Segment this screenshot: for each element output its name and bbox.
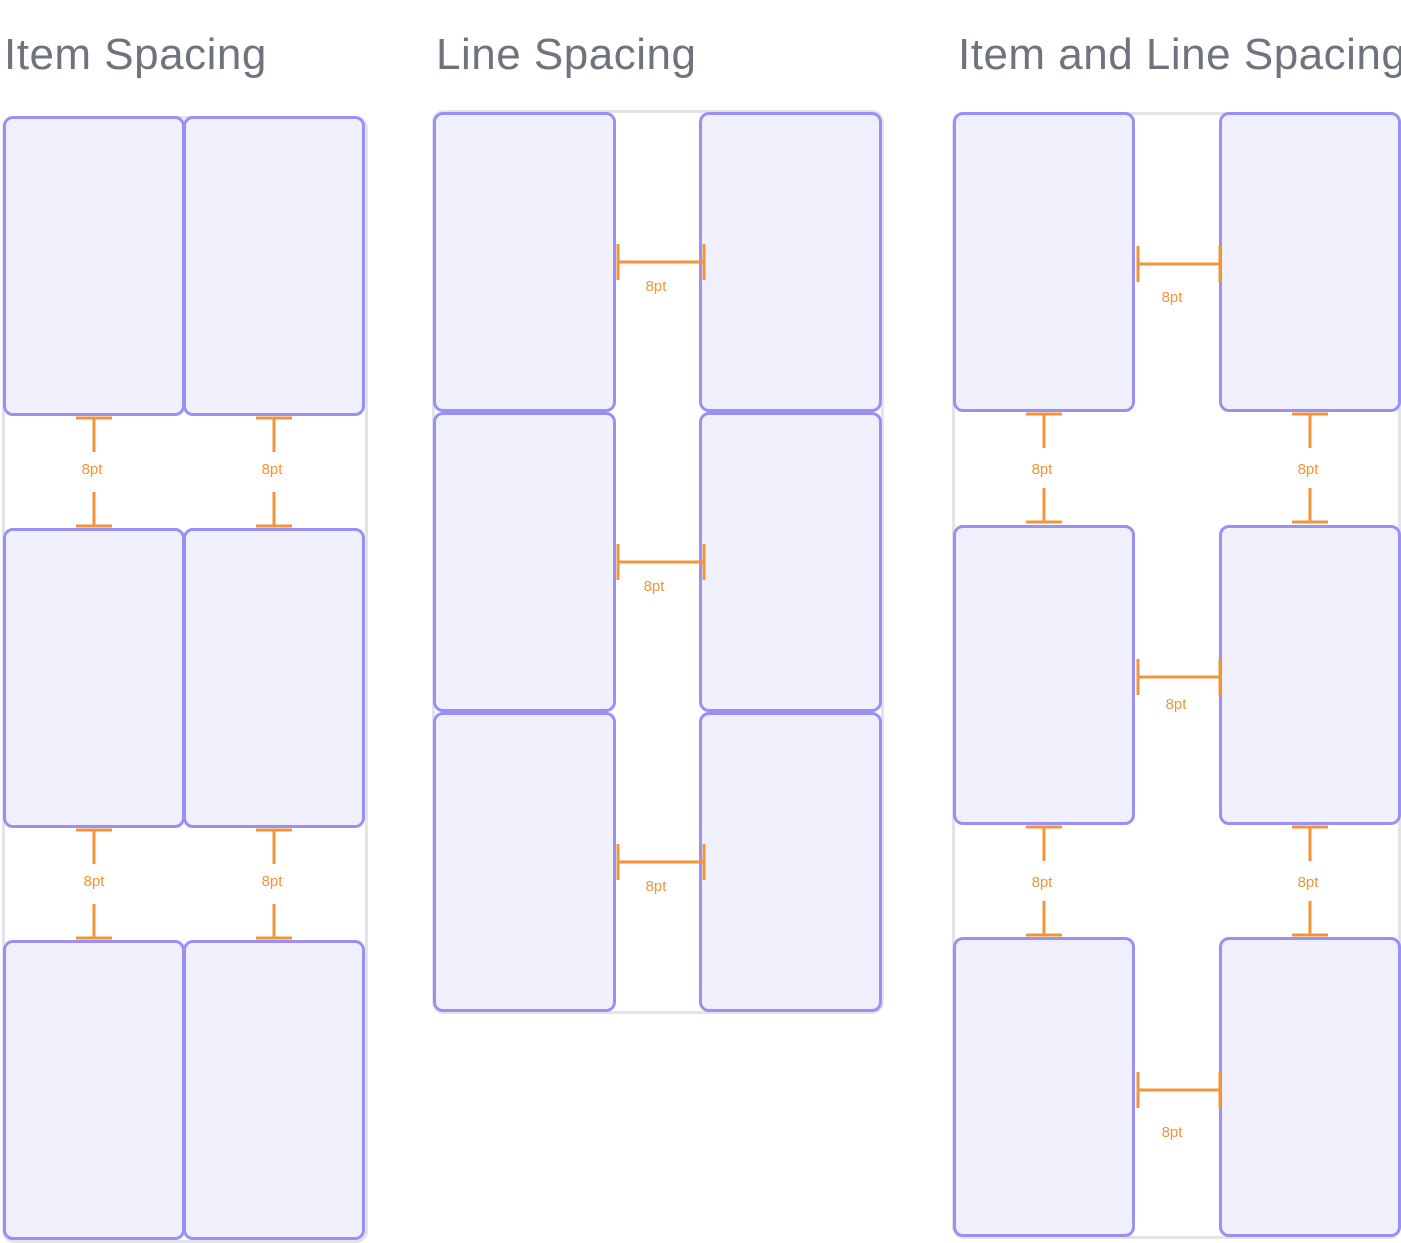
item-and-line-spacing-title: Item and Line Spacing [958,30,1401,79]
vertical-gap-indicator: 8pt [76,416,112,528]
horizontal-gap-indicator: 8pt [616,244,706,295]
vertical-gap-indicator: 8pt [256,416,292,528]
item-card [1219,112,1401,412]
gap-label: 8pt [82,461,104,478]
item-card [183,940,365,1240]
vertical-gap-indicator: 8pt [1292,825,1328,937]
vertical-gap-indicator: 8pt [1292,412,1328,524]
item-card [433,112,616,412]
item-card [1219,937,1401,1237]
item-card [1219,525,1401,825]
item-card [3,528,185,828]
horizontal-gap-indicator: 8pt [1136,246,1222,306]
item-card [953,112,1135,412]
item-card [699,412,882,712]
gap-label: 8pt [84,873,106,890]
gap-label: 8pt [644,578,666,595]
gap-label: 8pt [262,461,284,478]
gap-label: 8pt [1032,461,1054,478]
item-card [699,112,882,412]
item-card [433,712,616,1012]
horizontal-gap-indicator: 8pt [616,544,706,595]
item-card [183,116,365,416]
vertical-gap-indicator: 8pt [256,828,292,940]
item-card [953,525,1135,825]
item-card [433,412,616,712]
gap-label: 8pt [1032,874,1054,891]
gap-label: 8pt [1162,1124,1184,1141]
item-card [953,937,1135,1237]
gap-label: 8pt [262,873,284,890]
gap-label: 8pt [1162,289,1184,306]
gap-label: 8pt [646,878,668,895]
gap-label: 8pt [1166,696,1188,713]
horizontal-gap-indicator: 8pt [616,844,706,895]
item-card [3,940,185,1240]
vertical-gap-indicator: 8pt [1026,825,1062,937]
vertical-gap-indicator: 8pt [76,828,112,940]
item-card [3,116,185,416]
horizontal-gap-indicator: 8pt [1136,1072,1222,1141]
gap-label: 8pt [646,278,668,295]
item-card [183,528,365,828]
horizontal-gap-indicator: 8pt [1136,659,1222,713]
item-spacing-title: Item Spacing [4,30,267,79]
gap-label: 8pt [1298,461,1320,478]
gap-label: 8pt [1298,874,1320,891]
vertical-gap-indicator: 8pt [1026,412,1062,524]
item-card [699,712,882,1012]
line-spacing-title: Line Spacing [436,30,697,79]
